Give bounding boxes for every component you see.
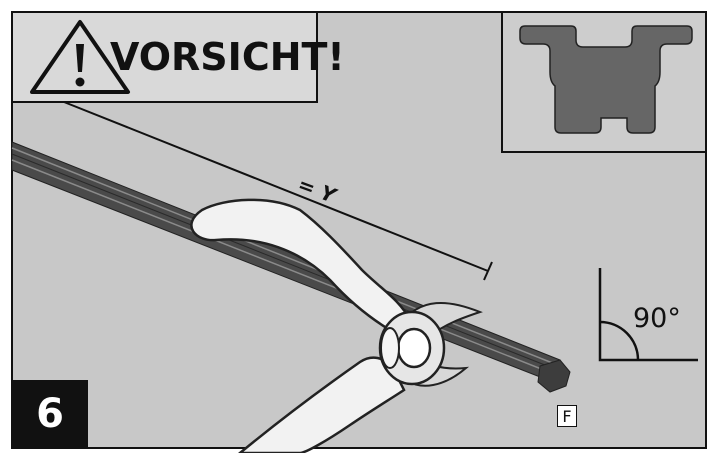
warning-triangle-icon	[30, 20, 130, 94]
warning-text: VORSICHT!	[110, 35, 345, 79]
angle-label: 90°	[633, 303, 681, 334]
cutting-pliers-icon	[190, 198, 483, 453]
length-dimension-tick	[483, 261, 493, 281]
step-number: 6	[12, 380, 88, 448]
rail-profile-icon	[519, 25, 693, 134]
right-angle-icon	[598, 268, 698, 362]
part-label: F	[557, 405, 577, 427]
length-dimension-line	[63, 101, 489, 272]
